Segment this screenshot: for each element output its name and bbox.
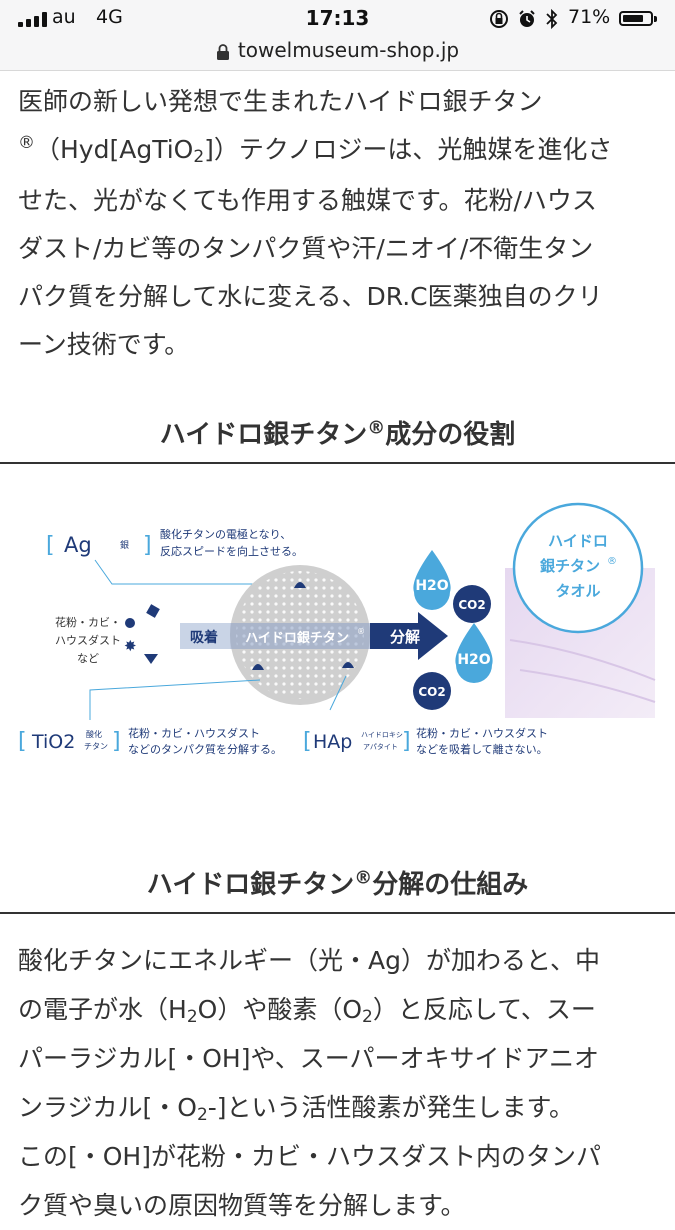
body-line: の電子が水（H: [18, 995, 187, 1024]
status-bar: au 4G 17:13 71%: [0, 0, 675, 36]
decompose-label: 分解: [390, 628, 420, 646]
ag-label: Ag: [64, 533, 92, 557]
network-type: 4G: [96, 6, 123, 28]
section-title-role: ハイドロ銀チタン®成分の役割: [0, 414, 675, 451]
co2-text: CO2: [418, 685, 445, 699]
subscript: 2: [362, 1007, 373, 1027]
hap-sub: アパタイト: [363, 742, 398, 751]
decompose-arrow: [370, 612, 448, 660]
subscript: 2: [193, 147, 205, 167]
bracket: [: [46, 533, 55, 558]
towel-label: 銀チタン: [540, 557, 600, 575]
center-label: ハイドロ銀チタン: [245, 630, 349, 646]
pollen-label: など: [77, 652, 99, 665]
section-divider: [0, 912, 675, 914]
registered-mark: ®: [367, 417, 386, 439]
section-divider: [0, 462, 675, 464]
towel-badge: [512, 502, 644, 634]
intro-line: ーン技術です。: [18, 330, 190, 359]
ag-description: 酸化チタンの電極となり、: [160, 527, 291, 541]
intro-line: 医師の新しい発想で生まれたハイドロ銀チタン: [18, 87, 543, 116]
url-text: towelmuseum-shop.jp: [237, 38, 460, 62]
subscript: 2: [186, 1007, 198, 1027]
section-title-mechanism: ハイドロ銀チタン®分解の仕組み: [0, 864, 675, 901]
tio2-label: TiO2: [31, 731, 75, 753]
tio2-sub: 酸化: [86, 729, 102, 739]
bracket: ]: [143, 533, 152, 558]
intro-paragraph: 医師の新しい発想で生まれたハイドロ銀チタン ®（Hyd[AgTiO2]）テクノロ…: [18, 78, 658, 369]
h2o-drop: H2O: [413, 550, 451, 610]
bluetooth-icon: [546, 8, 558, 30]
intro-line: パク質を分解して水に変える、DR.C医薬独自のクリ: [18, 282, 603, 311]
body-line: ）と反応して、スー: [372, 995, 596, 1024]
towel-label: タオル: [555, 582, 600, 600]
subscript: 2: [196, 1105, 208, 1125]
lock-icon: [216, 43, 229, 60]
h2o-text: H2O: [415, 578, 448, 594]
registered-mark: ®: [354, 867, 373, 889]
hap-label: HAp: [313, 731, 352, 753]
heading-text: 成分の役割: [385, 420, 516, 450]
ag-description: 反応スピードを向上させる。: [160, 544, 303, 558]
address-bar[interactable]: towelmuseum-shop.jp: [0, 36, 675, 71]
intro-line: （Hyd[AgTiO: [35, 135, 194, 164]
intro-line: せた、光がなくても作用する触媒です。花粉/ハウス: [18, 186, 597, 215]
h2o-drop: H2O: [455, 623, 493, 683]
registered-mark: ®: [607, 556, 617, 567]
co2-bubble: CO2: [413, 672, 451, 710]
pollen-label: 花粉・カビ・: [55, 616, 121, 629]
hydro-silver-titanium-diagram: ハイドロ 銀チタン ® タオル [ Ag 銀 ] 酸化チタンの電極となり、 反応…: [18, 502, 656, 756]
hap-description: 花粉・カビ・ハウスダスト: [416, 726, 548, 740]
towel-label: ハイドロ: [548, 532, 608, 550]
body-line: パーラジカル[・OH]や、スーパーオキサイドアニオ: [18, 1044, 599, 1073]
co2-bubble: CO2: [453, 585, 491, 623]
body-line: 酸化チタンにエネルギー（光・Ag）が加わると、中: [18, 946, 600, 975]
co2-text: CO2: [458, 598, 485, 612]
svg-text:✸: ✸: [124, 637, 137, 655]
battery-icon: [619, 11, 657, 26]
bracket: ]: [112, 729, 121, 754]
hap-description: などを吸着して離さない。: [416, 742, 548, 756]
body-line: ク質や臭いの原因物質等を分解します。: [18, 1191, 466, 1220]
tio2-description: などのタンパク質を分解する。: [128, 742, 282, 756]
body-line: この[・OH]が花粉・カビ・ハウスダスト内のタンパ: [18, 1142, 601, 1171]
adsorb-label: 吸着: [190, 629, 218, 646]
battery-percent: 71%: [568, 6, 611, 28]
ag-sub: 銀: [120, 539, 129, 551]
registered-mark: ®: [357, 627, 365, 636]
tio2-description: 花粉・カビ・ハウスダスト: [128, 726, 260, 740]
intro-line: ダスト/カビ等のタンパク質や汗/ニオイ/不衛生タン: [18, 234, 594, 263]
clock: 17:13: [305, 6, 370, 30]
body-line: ンラジカル[・O: [18, 1093, 197, 1122]
bracket: [: [303, 729, 312, 754]
hap-sub: ハイドロキシ: [361, 731, 403, 739]
registered-mark: ®: [18, 133, 35, 153]
bracket: ]: [402, 729, 411, 754]
heading-text: 分解の仕組み: [372, 870, 529, 900]
intro-line: ]）テクノロジーは、光触媒を進化さ: [204, 135, 613, 164]
carrier-name: au: [52, 6, 76, 28]
body-line: -]という活性酸素が発生します。: [207, 1093, 575, 1122]
mechanism-paragraph: 酸化チタンにエネルギー（光・Ag）が加わると、中 の電子が水（H2O）や酸素（O…: [18, 936, 658, 1230]
tio2-sub: チタン: [84, 742, 108, 751]
pollen-label: ハウスダスト: [55, 633, 121, 647]
alarm-icon: [519, 10, 535, 27]
heading-text: ハイドロ銀チタン: [146, 870, 355, 900]
heading-text: ハイドロ銀チタン: [159, 420, 368, 450]
body-line: O）や酸素（O: [197, 995, 362, 1024]
orientation-lock-icon: [490, 10, 508, 28]
h2o-text: H2O: [457, 652, 490, 668]
bracket: [: [18, 729, 27, 754]
